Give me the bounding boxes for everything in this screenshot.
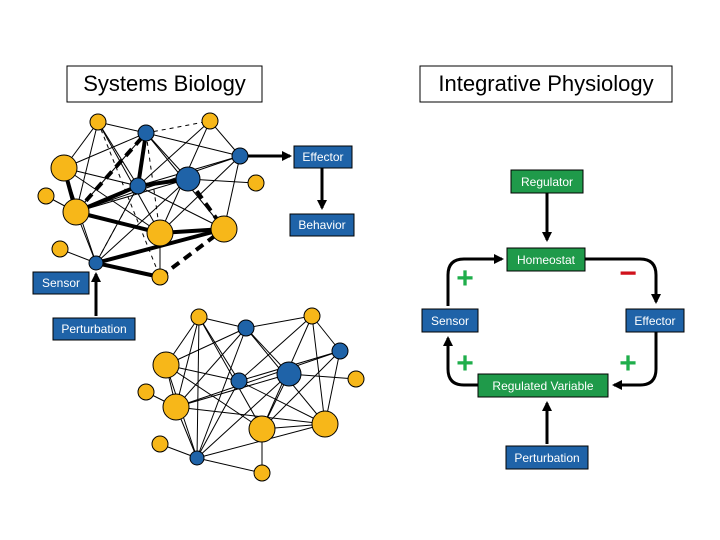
gold-node <box>37 187 55 205</box>
homeostat-box-label: Homeostat <box>517 253 576 267</box>
gold-node <box>152 351 180 379</box>
blue-node <box>230 372 248 390</box>
blue-node <box>189 450 205 466</box>
sensor-box-right-label: Sensor <box>431 314 469 328</box>
gold-node <box>210 215 238 243</box>
gold-node <box>201 112 219 130</box>
gold-node <box>347 370 365 388</box>
feedback-loop-arrows <box>443 193 661 444</box>
plus-sign-variable-sensor: + <box>456 347 474 380</box>
gold-node <box>50 154 78 182</box>
blue-node <box>331 342 349 360</box>
gold-node <box>137 383 155 401</box>
bottom-network-nodes <box>137 307 365 482</box>
perturbation-box-left: Perturbation <box>52 317 136 341</box>
regulated-variable-box-label: Regulated Variable <box>492 379 594 393</box>
perturbation-box-left-label: Perturbation <box>61 322 126 336</box>
regulator-box-label: Regulator <box>521 175 573 189</box>
sensor-box-left-label: Sensor <box>42 276 80 290</box>
gold-node <box>190 308 208 326</box>
perturbation-box-right-label: Perturbation <box>514 451 579 465</box>
gold-node <box>151 435 169 453</box>
sensor-box-right: Sensor <box>421 308 479 333</box>
top-network-nodes <box>37 112 265 286</box>
top-network-arrows <box>91 151 327 316</box>
blue-node <box>237 319 255 337</box>
behavior-box-label: Behavior <box>298 218 345 232</box>
gold-node <box>253 464 271 482</box>
title-systems-biology-text: Systems Biology <box>83 71 246 96</box>
blue-node <box>88 255 104 271</box>
blue-node <box>137 124 155 142</box>
minus-sign-homeostat-effector: − <box>619 257 637 290</box>
title-integrative-physiology-text: Integrative Physiology <box>438 71 653 96</box>
gold-node <box>146 219 174 247</box>
blue-node <box>175 166 201 192</box>
sensor-box-left: Sensor <box>32 271 90 295</box>
effector-box-right: Effector <box>625 308 685 333</box>
gold-node <box>162 393 190 421</box>
regulated-variable-box: Regulated Variable <box>477 373 609 398</box>
homeostat-box: Homeostat <box>506 247 586 272</box>
title-integrative-physiology: Integrative Physiology <box>419 65 673 103</box>
blue-node <box>276 361 302 387</box>
gold-node <box>151 268 169 286</box>
gold-node <box>303 307 321 325</box>
gold-node <box>51 240 69 258</box>
effector-box-left-label: Effector <box>302 150 343 164</box>
behavior-box: Behavior <box>289 213 355 237</box>
blue-node <box>129 177 147 195</box>
effector-box-right-label: Effector <box>634 314 675 328</box>
effector-box-left: Effector <box>293 145 353 169</box>
gold-node <box>311 410 339 438</box>
blue-node <box>231 147 249 165</box>
gold-node <box>62 198 90 226</box>
perturbation-box-right: Perturbation <box>505 445 589 470</box>
gold-node <box>248 415 276 443</box>
title-systems-biology: Systems Biology <box>66 65 263 103</box>
regulator-box: Regulator <box>510 169 584 194</box>
plus-sign-effector-variable: + <box>619 347 637 380</box>
plus-sign-sensor-homeostat: + <box>456 262 474 295</box>
gold-node <box>89 113 107 131</box>
gold-node <box>247 174 265 192</box>
